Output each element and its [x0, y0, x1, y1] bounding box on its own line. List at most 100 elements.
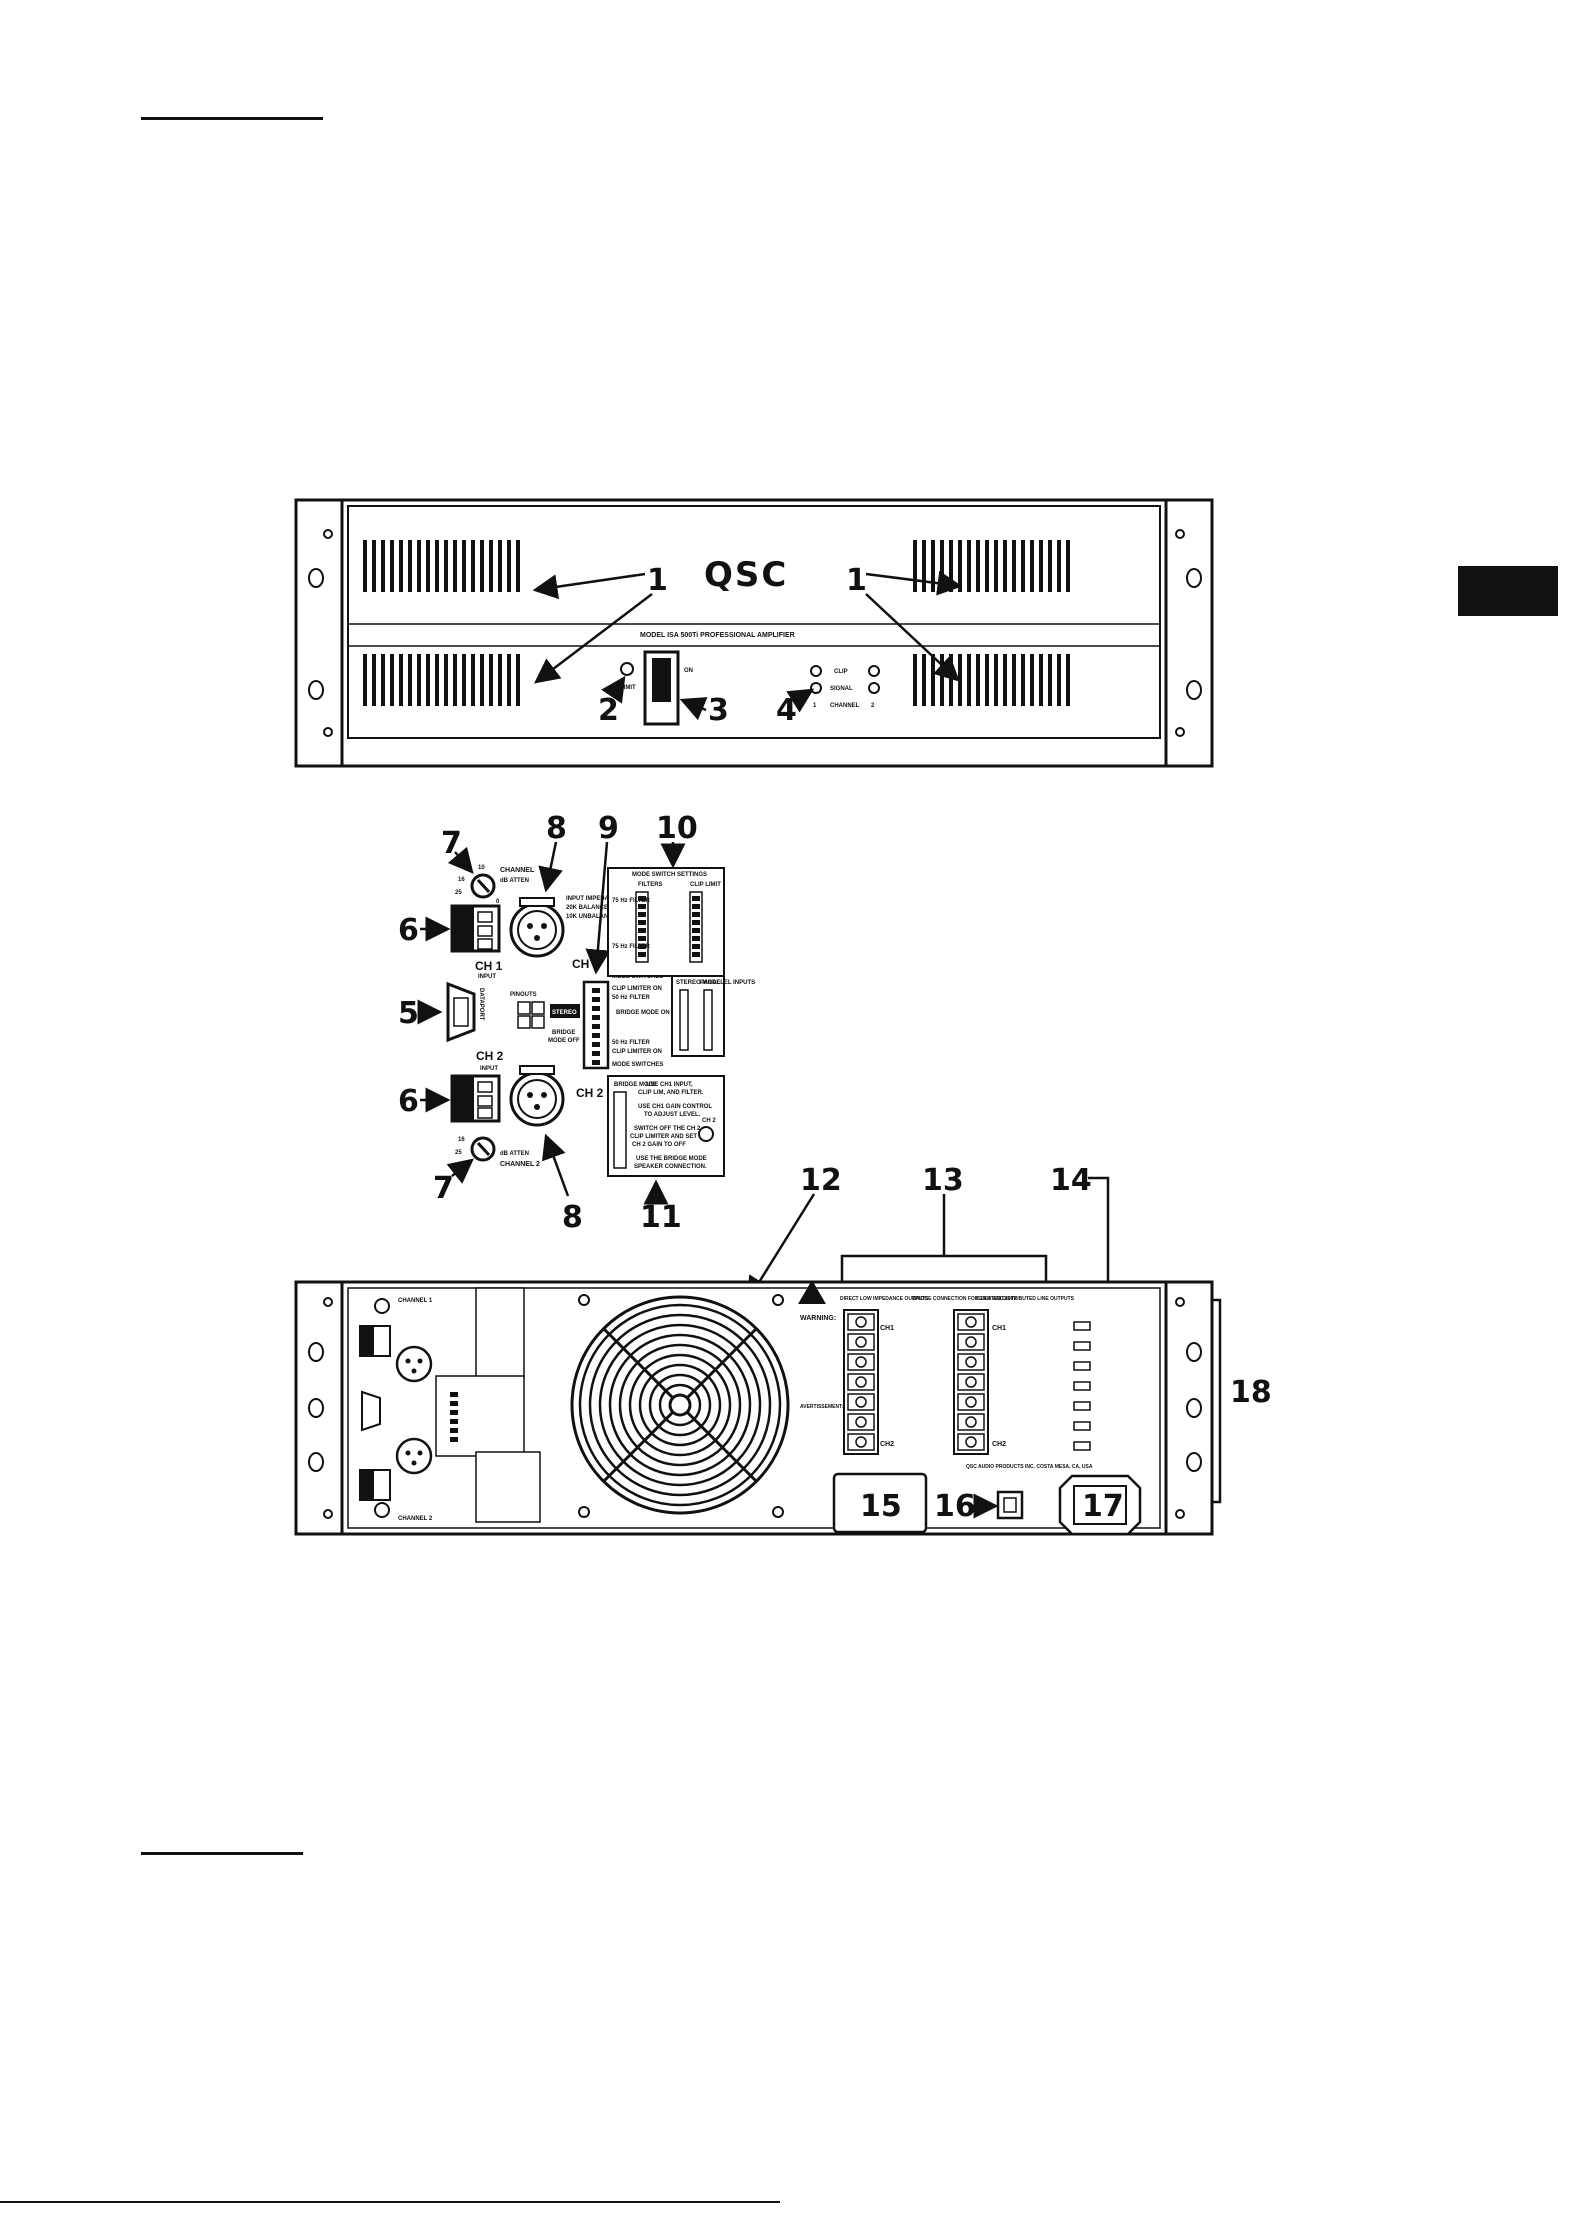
svg-text:PARALLEL INPUTS: PARALLEL INPUTS: [700, 980, 755, 986]
dip-switch: [692, 896, 700, 901]
svg-text:CHANNEL 1: CHANNEL 1: [398, 1298, 433, 1304]
breaker[interactable]: [1073, 1361, 1091, 1371]
callout-17: 17: [1082, 1489, 1124, 1524]
svg-text:USE CH1 INPUT,: USE CH1 INPUT,: [646, 1082, 693, 1088]
speaker-terminal[interactable]: [957, 1313, 985, 1331]
breaker[interactable]: [1073, 1341, 1091, 1351]
svg-text:MODE SWITCHES: MODE SWITCHES: [612, 1062, 663, 1068]
breaker[interactable]: [1073, 1421, 1091, 1431]
callout-5: 5: [398, 996, 419, 1031]
svg-text:BRIDGE: BRIDGE: [552, 1030, 575, 1036]
terminal-screw: [855, 1336, 867, 1348]
svg-text:MODE OFF: MODE OFF: [548, 1038, 580, 1044]
fan-ring: [608, 1333, 752, 1477]
svg-text:CH 2: CH 2: [702, 1118, 716, 1124]
speaker-terminal[interactable]: [957, 1373, 985, 1391]
svg-text:CLIP LIMIT: CLIP LIMIT: [690, 882, 721, 888]
svg-text:FILTERS: FILTERS: [638, 882, 663, 888]
speaker-terminal[interactable]: [847, 1353, 875, 1371]
dataport-connector[interactable]: [446, 981, 476, 1043]
dip-switch: [692, 904, 700, 909]
dip-switch: [592, 988, 600, 993]
dip-switch: [692, 952, 700, 957]
speaker-terminal[interactable]: [847, 1393, 875, 1411]
svg-text:SWITCH OFF THE CH 2: SWITCH OFF THE CH 2: [634, 1126, 701, 1132]
channel-2-number: 2: [871, 703, 875, 709]
callout-18: 18: [1230, 1375, 1272, 1410]
fan-ring: [578, 1303, 782, 1507]
svg-text:16: 16: [458, 1137, 465, 1143]
fan-ring: [648, 1373, 712, 1437]
dip-switch: [638, 912, 646, 917]
svg-text:TO ADJUST LEVEL.: TO ADJUST LEVEL.: [644, 1112, 701, 1118]
terminal-screw: [965, 1336, 977, 1348]
callout-14: 14: [1050, 1163, 1092, 1198]
ch2-big-label: CH 2: [476, 1049, 504, 1063]
power-on-label: ON: [684, 668, 693, 674]
terminal-screw: [965, 1396, 977, 1408]
speaker-terminal[interactable]: [847, 1373, 875, 1391]
fan-ring: [598, 1323, 762, 1487]
breaker[interactable]: [1073, 1441, 1091, 1451]
svg-text:CH: CH: [572, 957, 589, 971]
callout-6-bottom: 6: [398, 1084, 419, 1119]
speaker-terminal[interactable]: [847, 1333, 875, 1351]
svg-text:INPUT IMPEDANCE: INPUT IMPEDANCE: [566, 896, 622, 902]
ch2-signal-led: [868, 682, 880, 694]
speaker-terminal[interactable]: [957, 1433, 985, 1451]
svg-text:CH1: CH1: [992, 1325, 1006, 1332]
callout-6-top: 6: [398, 913, 419, 948]
svg-text:PINOUTS: PINOUTS: [510, 992, 537, 998]
speaker-terminal[interactable]: [847, 1313, 875, 1331]
ch2-clip-led: [868, 665, 880, 677]
speaker-terminal[interactable]: [957, 1413, 985, 1431]
channel-1-number: 1: [813, 703, 817, 709]
ch1-signal-led: [810, 682, 822, 694]
speaker-terminal[interactable]: [957, 1393, 985, 1411]
dip-switch: [450, 1401, 458, 1406]
svg-text:CH2: CH2: [992, 1441, 1006, 1448]
callout-1-left: 1: [647, 563, 668, 598]
svg-text:DATAPORT: DATAPORT: [478, 988, 484, 1021]
dip-switch: [450, 1419, 458, 1424]
fan-ring: [618, 1343, 742, 1467]
terminal-screw: [855, 1416, 867, 1428]
ac-inlet[interactable]: [1058, 1474, 1142, 1536]
svg-text:USE CH1 GAIN CONTROL: USE CH1 GAIN CONTROL: [638, 1104, 712, 1110]
svg-text:CLIP LIMITER ON: CLIP LIMITER ON: [612, 986, 662, 992]
terminal-screw: [855, 1436, 867, 1448]
speaker-terminal[interactable]: [957, 1333, 985, 1351]
svg-text:0: 0: [496, 899, 500, 905]
callout-16: 16: [934, 1489, 976, 1524]
ch2-bridge-knob[interactable]: [698, 1126, 714, 1142]
breaker[interactable]: [1073, 1321, 1091, 1331]
rear-power-switch[interactable]: [996, 1490, 1024, 1520]
svg-text:CH 2: CH 2: [576, 1086, 604, 1100]
speaker-terminal[interactable]: [957, 1353, 985, 1371]
svg-text:CLIP LIMITER AND SET THE: CLIP LIMITER AND SET THE: [630, 1134, 711, 1140]
svg-text:10: 10: [478, 865, 485, 871]
dip-switch: [450, 1392, 458, 1397]
dip-switch: [592, 1015, 600, 1020]
terminal-screw: [965, 1356, 977, 1368]
dip-switch: [450, 1437, 458, 1442]
ch2-channel-label: CHANNEL 2: [500, 1161, 540, 1168]
dip-switch: [638, 920, 646, 925]
dip-switch: [638, 944, 646, 949]
terminal-screw: [965, 1416, 977, 1428]
speaker-terminal[interactable]: [847, 1413, 875, 1431]
svg-text:USE THE BRIDGE MODE: USE THE BRIDGE MODE: [636, 1156, 707, 1162]
svg-text:CH2: CH2: [880, 1441, 894, 1448]
terminal-screw: [855, 1396, 867, 1408]
dip-switch: [638, 928, 646, 933]
breaker[interactable]: [1073, 1401, 1091, 1411]
fan-ring: [638, 1363, 722, 1447]
header-rule: [141, 117, 323, 120]
ch1-big-label: CH 1: [475, 959, 503, 973]
svg-text:75 Hz FILTER: 75 Hz FILTER: [612, 898, 651, 904]
svg-text:SPEAKER CONNECTION.: SPEAKER CONNECTION.: [634, 1164, 707, 1170]
speaker-terminal[interactable]: [847, 1433, 875, 1451]
breaker[interactable]: [1073, 1381, 1091, 1391]
callout-12: 12: [800, 1163, 842, 1198]
